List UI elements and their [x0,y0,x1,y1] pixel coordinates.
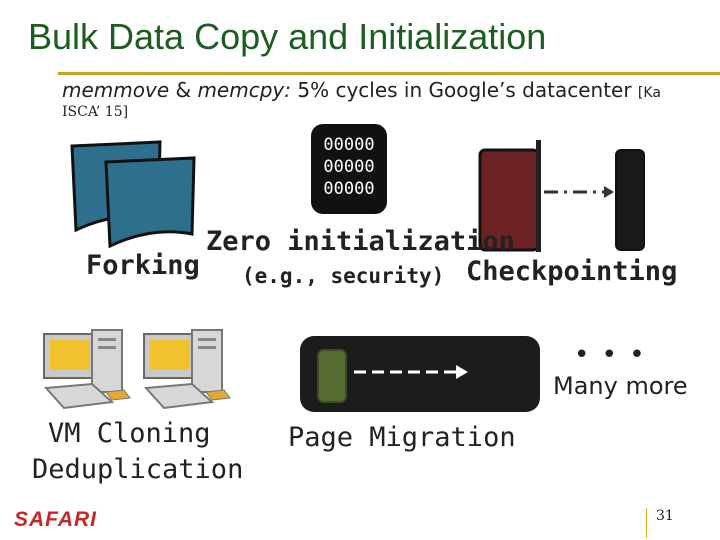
subtitle-text: 5% cycles in Google’s datacenter [291,78,638,102]
label-checkpointing: Checkpointing [466,256,678,287]
zero-bits-row: 00000 [323,157,375,177]
zero-bits-row: 00000 [323,135,375,155]
label-many-more: Many more [553,372,688,400]
subtitle-func2: memcpy: [197,78,291,102]
label-vm-cloning: VM Cloning [48,418,211,449]
ellipsis-dots: • • • [574,340,647,370]
page-number: 31 [656,508,674,524]
label-zero-init: Zero initialization [206,226,515,257]
subtitle-ref-continued: ISCA’ 15] [62,104,129,120]
zero-bits-box: 00000 00000 00000 [311,124,387,214]
checkpoint-icon [478,140,645,252]
computer-icon [43,329,231,410]
brand-logo: SAFARI [14,508,98,531]
zero-bits-row: 00000 [323,179,375,199]
subtitle-line: memmove & memcpy: 5% cycles in Google’s … [62,78,661,102]
subtitle-amp: & [169,78,198,102]
slide-title: Bulk Data Copy and Initialization [28,16,547,57]
subtitle-ref: [Ka [637,85,661,101]
migration-icon [300,336,540,412]
label-zero-init-sub: (e.g., security) [242,264,445,288]
subtitle-func1: memmove [62,78,170,102]
page-stack-icon [70,140,196,249]
label-forking: Forking [86,250,200,281]
label-deduplication: Deduplication [32,454,244,485]
label-page-migration: Page Migration [288,422,516,453]
page-number-divider [646,508,647,538]
title-rule [58,72,720,75]
